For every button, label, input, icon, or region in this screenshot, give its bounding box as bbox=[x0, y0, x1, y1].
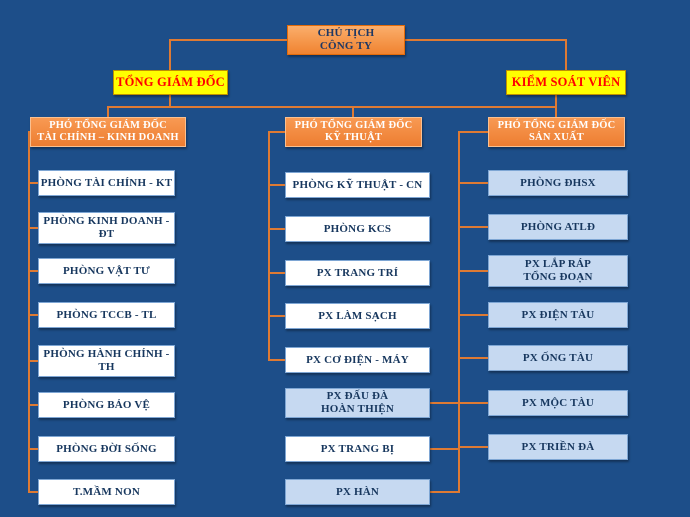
connector-line bbox=[268, 272, 287, 274]
connector-line bbox=[28, 491, 40, 493]
connector-line bbox=[28, 131, 30, 492]
node-supervisor: KIỂM SOÁT VIÊN bbox=[506, 70, 626, 95]
node-deputy-production: PHÓ TỔNG GIÁM ĐỐC SẢN XUẤT bbox=[488, 117, 625, 147]
connector-line bbox=[28, 270, 40, 272]
node-unit-finance-accounting: PHÒNG TÀI CHÍNH - KT bbox=[38, 170, 175, 196]
node-unit-kcs: PHÒNG KCS bbox=[285, 216, 430, 242]
node-unit-block-assembly: PX LẮP RÁP TỔNG ĐOẠN bbox=[488, 255, 628, 287]
connector-line bbox=[458, 182, 490, 184]
node-unit-ship-carpentry: PX MỘC TÀU bbox=[488, 390, 628, 416]
connector-line bbox=[458, 402, 490, 404]
node-unit-slipway: PX TRIỀN ĐÀ bbox=[488, 434, 628, 460]
node-deputy-technical: PHÓ TỔNG GIÁM ĐỐC KỸ THUẬT bbox=[285, 117, 422, 147]
node-unit-ship-electric: PX ĐIỆN TÀU bbox=[488, 302, 628, 328]
connector-line bbox=[458, 270, 490, 272]
node-unit-dock-finishing: PX ĐẤU ĐÀ HOÀN THIỆN bbox=[285, 388, 430, 418]
node-unit-technical-cn: PHÒNG KỸ THUẬT - CN bbox=[285, 172, 430, 198]
connector-line bbox=[28, 360, 40, 362]
connector-line bbox=[555, 95, 557, 117]
node-unit-welding: PX HÀN bbox=[285, 479, 430, 505]
node-unit-welfare: PHÒNG ĐỜI SỐNG bbox=[38, 436, 175, 462]
connector-line bbox=[268, 359, 287, 361]
connector-line bbox=[565, 39, 567, 70]
connector-line bbox=[107, 106, 109, 117]
connector-line bbox=[405, 39, 566, 41]
connector-line bbox=[268, 131, 270, 361]
node-deputy-finance-business: PHÓ TỔNG GIÁM ĐỐC TÀI CHÍNH – KINH DOANH bbox=[30, 117, 186, 147]
node-unit-electro-mechanical: PX CƠ ĐIỆN - MÁY bbox=[285, 347, 430, 373]
connector-line bbox=[169, 95, 171, 107]
connector-line bbox=[352, 106, 354, 117]
node-unit-administration: PHÒNG HÀNH CHÍNH - TH bbox=[38, 345, 175, 377]
connector-line bbox=[458, 314, 490, 316]
connector-line bbox=[268, 315, 287, 317]
connector-line bbox=[458, 226, 490, 228]
connector-line bbox=[28, 448, 40, 450]
connector-line bbox=[28, 227, 40, 229]
node-unit-production-control: PHÒNG ĐHSX bbox=[488, 170, 628, 196]
node-chairman: CHỦ TỊCH CÔNG TY bbox=[287, 25, 405, 55]
node-unit-security: PHÒNG BẢO VỆ bbox=[38, 392, 175, 418]
node-unit-materials: PHÒNG VẬT TƯ bbox=[38, 258, 175, 284]
connector-line bbox=[170, 39, 287, 41]
connector-line bbox=[458, 131, 460, 492]
connector-line bbox=[428, 402, 460, 404]
connector-line bbox=[169, 39, 171, 70]
node-unit-decoration: PX TRANG TRÍ bbox=[285, 260, 430, 286]
node-unit-business-investment: PHÒNG KINH DOANH - ĐT bbox=[38, 212, 175, 244]
connector-line bbox=[28, 314, 40, 316]
connector-line bbox=[268, 228, 287, 230]
connector-line bbox=[458, 446, 490, 448]
node-unit-ship-piping: PX ỐNG TÀU bbox=[488, 345, 628, 371]
connector-line bbox=[107, 106, 557, 108]
node-unit-labor-safety: PHÒNG ATLĐ bbox=[488, 214, 628, 240]
node-unit-outfitting: PX TRANG BỊ bbox=[285, 436, 430, 462]
connector-line bbox=[28, 182, 40, 184]
connector-line bbox=[428, 491, 460, 493]
node-unit-personnel-salary: PHÒNG TCCB - TL bbox=[38, 302, 175, 328]
connector-line bbox=[458, 357, 490, 359]
node-unit-kindergarten: T.MẦM NON bbox=[38, 479, 175, 505]
connector-line bbox=[28, 404, 40, 406]
connector-line bbox=[458, 131, 490, 133]
node-unit-cleaning: PX LÀM SẠCH bbox=[285, 303, 430, 329]
connector-line bbox=[428, 448, 460, 450]
connector-line bbox=[268, 131, 287, 133]
node-general-director: TỔNG GIÁM ĐỐC bbox=[113, 70, 228, 95]
connector-line bbox=[268, 184, 287, 186]
